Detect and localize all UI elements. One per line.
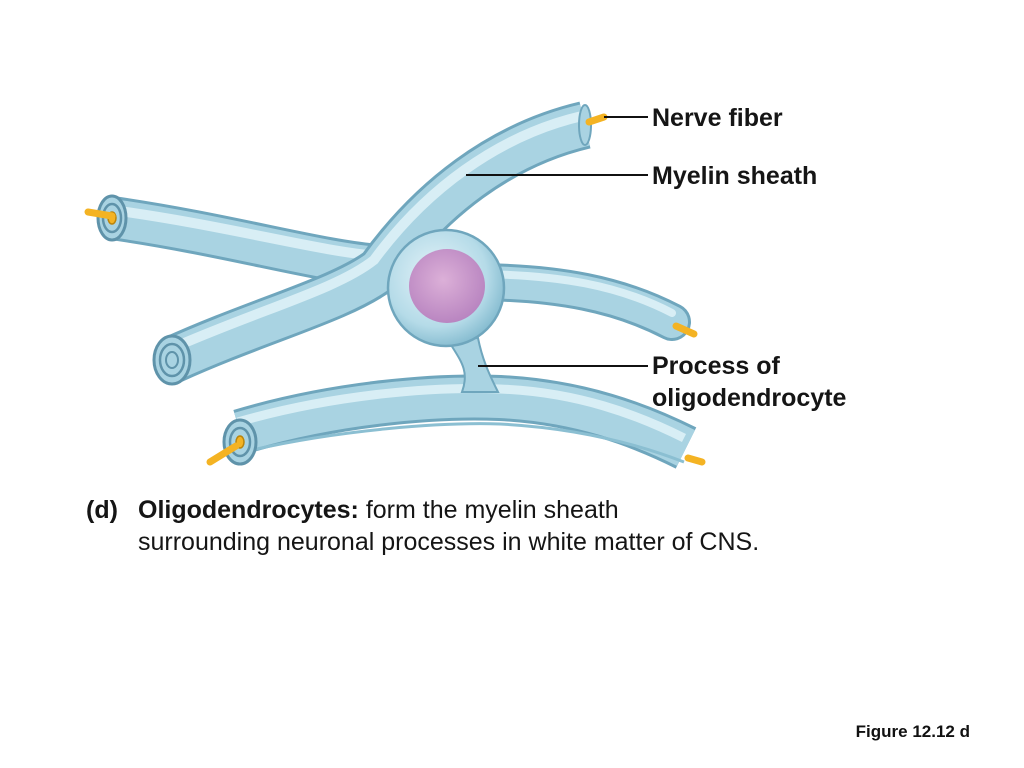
myelinated-fiber-bottom [206,374,706,469]
label-myelin-sheath: Myelin sheath [652,162,818,190]
label-process-line2: oligodendrocyte [652,384,847,412]
caption-panel-tag: (d) [86,496,118,524]
figure-reference: Figure 12.12 d [855,722,970,741]
label-nerve-fiber: Nerve fiber [652,104,783,132]
oligodendrocyte-process [446,336,500,393]
oligodendrocyte-illustration [84,101,706,469]
myelinated-fiber-upper-left [84,194,382,288]
caption-text-line1: form the myelin sheath [358,496,619,524]
oligodendrocyte-cell-body [386,228,506,348]
caption-term: Oligodendrocytes: [138,496,359,524]
label-process-of-oligodendrocyte: Process of oligodendrocyte [652,350,846,414]
myelinated-fiber-main [152,101,608,386]
caption-text-line2: surrounding neuronal processes in white … [138,528,760,556]
nucleus [409,249,485,323]
label-process-line1: Process of [652,352,780,380]
